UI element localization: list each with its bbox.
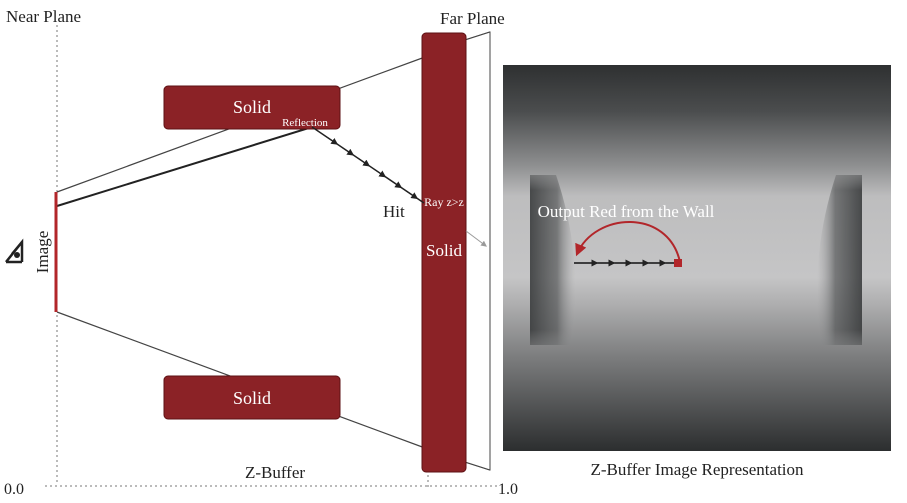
hit-label: Hit	[383, 202, 405, 221]
zbuffer-image	[503, 65, 891, 451]
reflection-ray	[311, 126, 487, 247]
image-label: Image	[33, 231, 52, 273]
axis-start-label: 0.0	[4, 481, 24, 498]
axis-end-label: 1.0	[498, 481, 518, 498]
output-label: Output Red from the Wall	[538, 202, 715, 221]
zbuffer-ray	[574, 259, 682, 267]
solid-block-bottom	[163, 375, 341, 420]
zbuffer-label: Z-Buffer	[245, 463, 305, 482]
zbuffer-caption: Z-Buffer Image Representation	[590, 460, 804, 479]
eye-icon	[5, 238, 24, 264]
far-plane	[464, 31, 491, 471]
near-plane-label: Near Plane	[6, 7, 81, 26]
ray-label: Ray z>z	[424, 195, 464, 209]
far-plane-label: Far Plane	[440, 9, 505, 28]
solid-wall-label: Solid	[426, 241, 462, 260]
reflection-label: Reflection	[282, 117, 328, 129]
output-arc	[575, 221, 681, 263]
solid-wall	[421, 32, 467, 473]
primary-ray	[56, 126, 313, 207]
solid-top-label: Solid	[233, 97, 271, 117]
solid-bottom-label: Solid	[233, 388, 271, 408]
solid-block-top	[163, 85, 341, 130]
